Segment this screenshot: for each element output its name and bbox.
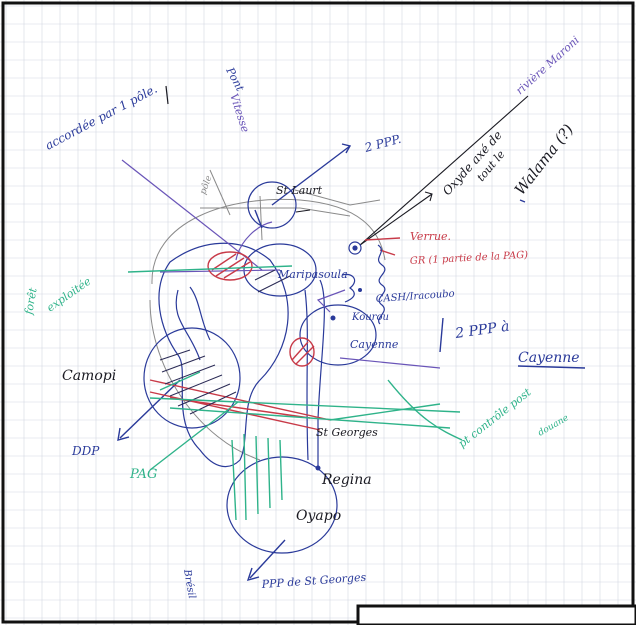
- arrows: [117, 143, 352, 582]
- green-marks: [127, 265, 463, 521]
- label-st-georges-mid: St Georges: [316, 426, 378, 439]
- red-marks: [149, 237, 401, 431]
- small-marks: [165, 85, 169, 105]
- route-points: [315, 288, 362, 471]
- label-foret-1: forêt: [22, 286, 40, 316]
- region-outlines: [143, 181, 377, 554]
- label-cayenne-small: Cayenne: [350, 338, 399, 351]
- road-squiggle: [341, 241, 386, 325]
- bracket-and-underline: [439, 199, 586, 369]
- dark-hatching: [159, 269, 291, 415]
- label-2-ppp-cayenne-a: 2 PPP à: [453, 319, 510, 343]
- guiana-outline: [158, 242, 289, 468]
- label-cashew: CASH/Iracoubo: [375, 289, 455, 305]
- black-arrows: [295, 95, 529, 246]
- camopi-circle: [143, 327, 241, 429]
- label-maripasoula: Maripasoula: [277, 268, 348, 281]
- label-pag: PAG: [129, 467, 157, 482]
- label-regina: Regina: [321, 472, 372, 488]
- st-laurent-circle: [247, 181, 297, 229]
- label-bresil: Brésil: [181, 568, 197, 600]
- purple-lines: [121, 159, 441, 369]
- label-st-laurent: St Laurt: [276, 184, 323, 197]
- label-2-ppp-cayenne-b: Cayenne: [518, 350, 580, 366]
- label-verrue: Verrue.: [410, 230, 451, 243]
- label-ddp: DDP: [71, 444, 100, 458]
- label-oyapock: Oyapo: [296, 508, 341, 524]
- label-camopi: Camopi: [62, 368, 116, 384]
- label-kourou: Kourou: [351, 312, 389, 323]
- cayenne-circle: [299, 304, 377, 366]
- oyapock-circle: [226, 456, 338, 554]
- overlapping-card: [356, 604, 636, 625]
